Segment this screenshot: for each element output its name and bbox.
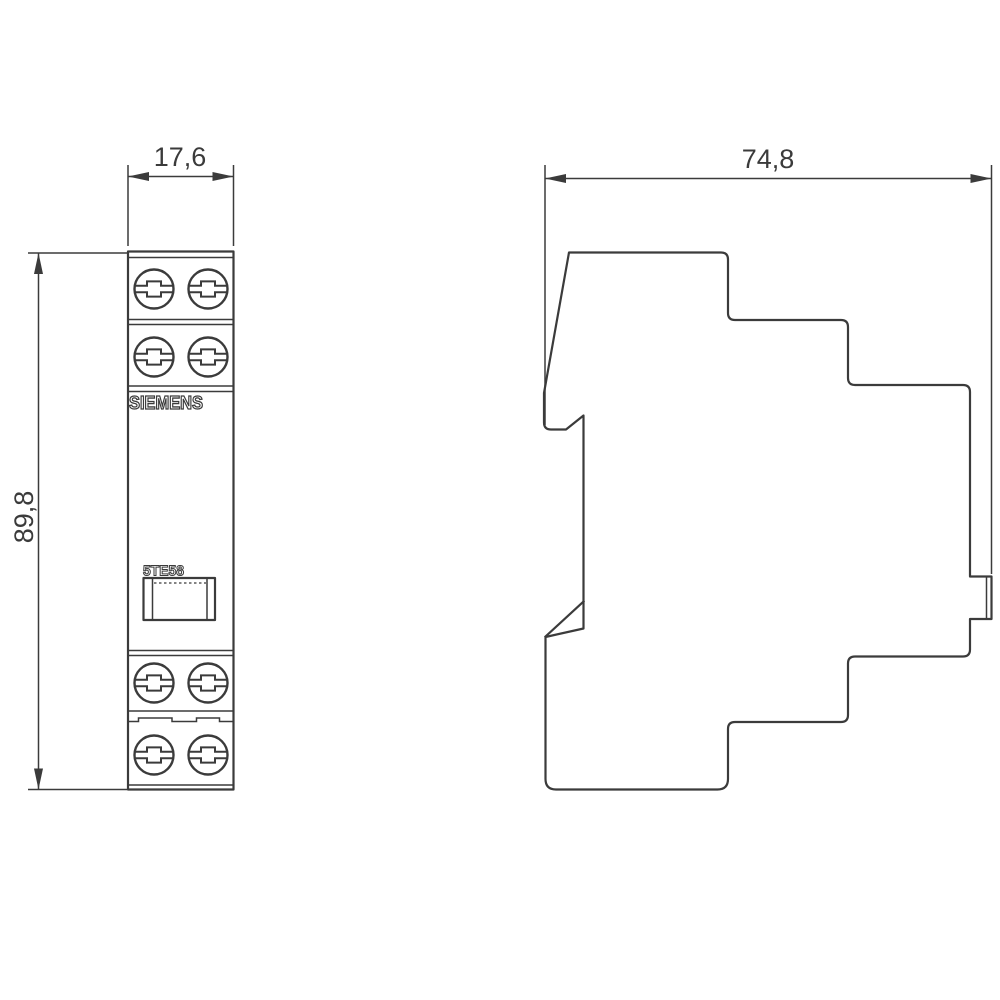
dimension-width-value: 17,6 xyxy=(154,142,207,172)
screw-terminal xyxy=(187,268,229,310)
latch-seam-line xyxy=(128,717,234,723)
front-view-section-lines xyxy=(128,256,234,786)
screw-terminal xyxy=(187,662,229,704)
side-view-outline xyxy=(542,251,993,791)
screw-terminal xyxy=(187,734,229,776)
arrowhead-left-icon xyxy=(128,172,149,181)
screw-terminal xyxy=(133,336,175,378)
label-window xyxy=(142,576,217,622)
dimension-depth: 74,8 xyxy=(544,144,993,574)
screw-terminals xyxy=(133,268,229,776)
arrowhead-right-icon xyxy=(212,172,234,181)
screw-terminal xyxy=(133,662,175,704)
model-label: 5TE58 xyxy=(143,564,184,580)
side-view xyxy=(542,251,993,791)
front-view: SIEMENS 5TE58 xyxy=(126,250,235,791)
din-clip-spring-line xyxy=(543,599,586,639)
screw-terminal xyxy=(133,734,175,776)
arrowhead-up-icon xyxy=(34,253,43,274)
arrowhead-down-icon xyxy=(34,768,43,790)
arrowhead-right-icon xyxy=(970,174,992,183)
dimension-height-value: 89,8 xyxy=(9,491,39,544)
arrowhead-left-icon xyxy=(545,174,566,183)
dimension-width: 17,6 xyxy=(127,142,235,246)
dimension-depth-value: 74,8 xyxy=(742,144,795,174)
brand-label: SIEMENS xyxy=(129,392,203,413)
screw-terminal xyxy=(133,268,175,310)
screw-terminal xyxy=(187,336,229,378)
front-view-body xyxy=(126,250,235,791)
dimension-height: 89,8 xyxy=(9,252,127,791)
